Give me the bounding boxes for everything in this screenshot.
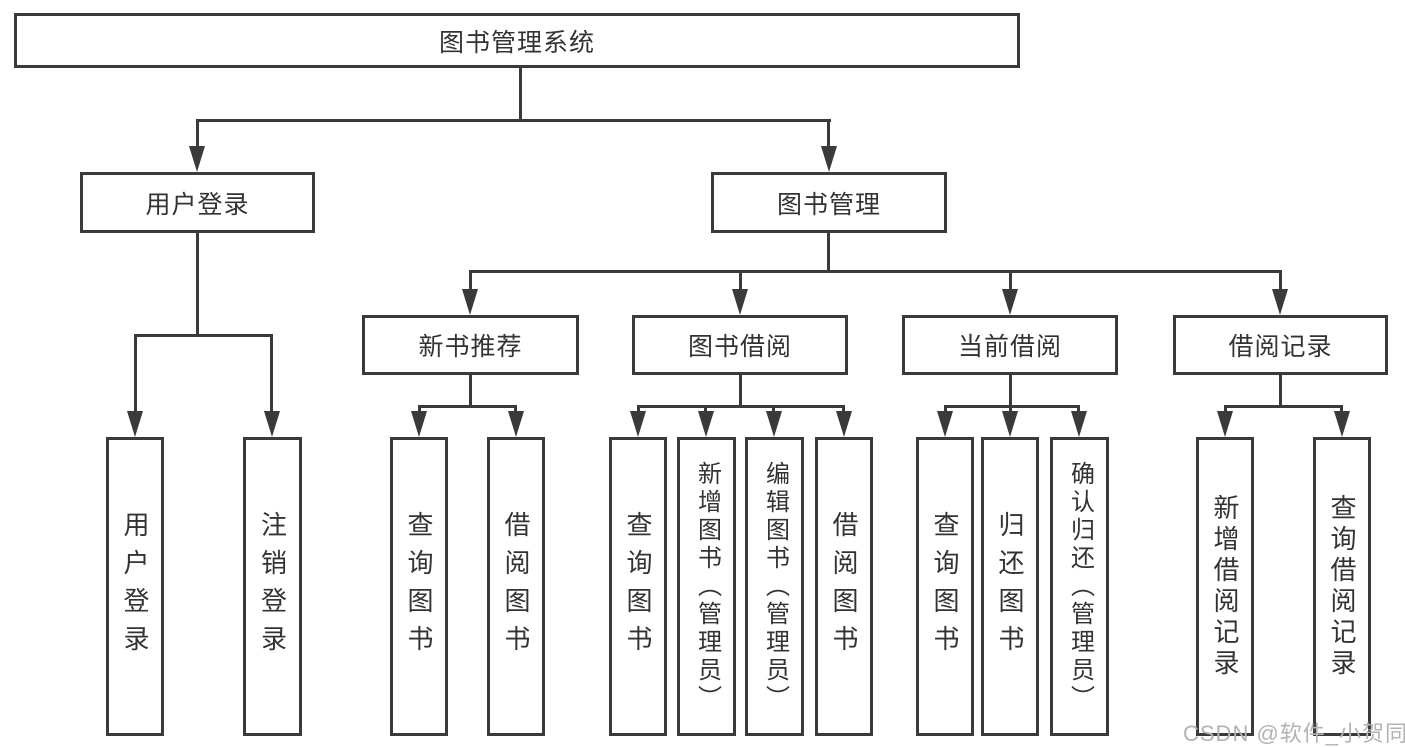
node-logout: 注销登录 [243, 437, 302, 736]
connector-line [827, 119, 830, 149]
connector-line [196, 233, 199, 337]
arrowhead-icon [1272, 289, 1288, 315]
node-query-books: 查询图书 [609, 437, 667, 736]
node-edit-books-admin: 编辑图书（管理员） [745, 437, 804, 736]
node-add-books-admin: 新增图书（管理员） [677, 437, 736, 736]
connector-line [1009, 375, 1012, 408]
connector-line [134, 334, 137, 414]
arrowhead-icon [1071, 411, 1087, 437]
arrowhead-icon [698, 411, 714, 437]
connector-line [827, 233, 830, 273]
node-query-books: 查询图书 [390, 437, 448, 736]
arrowhead-icon [264, 411, 280, 437]
arrowhead-icon [411, 411, 427, 437]
arrowhead-icon [732, 289, 748, 315]
connector-line [469, 270, 472, 292]
arrowhead-icon [630, 411, 646, 437]
arrowhead-icon [1334, 411, 1350, 437]
connector-line [1224, 405, 1343, 408]
connector-line [196, 119, 831, 122]
connector-line [514, 405, 517, 415]
connector-line [739, 375, 742, 408]
connector-line [1224, 405, 1227, 415]
node-book-borrowing: 图书借阅 [632, 315, 848, 375]
arrowhead-icon [1217, 411, 1233, 437]
connector-line [1340, 405, 1343, 415]
arrowhead-icon [766, 411, 782, 437]
arrowhead-icon [1002, 289, 1018, 315]
connector-line [469, 375, 472, 408]
connector-line [1279, 270, 1282, 292]
connector-line [1279, 375, 1282, 408]
arrowhead-icon [821, 146, 837, 172]
arrowhead-icon [1002, 411, 1018, 437]
connector-line [1009, 270, 1012, 292]
node-user-login: 用户登录 [80, 172, 315, 233]
connector-line [739, 270, 742, 292]
csdn-watermark: CSDN @软件_小贺同学 [1183, 721, 1405, 746]
node-user-login-leaf: 用户登录 [106, 437, 164, 736]
connector-line [704, 405, 707, 415]
node-book-management: 图书管理 [711, 172, 947, 233]
node-query-borrow-record: 查询借阅记录 [1313, 437, 1371, 736]
connector-line [944, 405, 947, 415]
node-borrowing-records: 借阅记录 [1173, 315, 1388, 375]
arrowhead-icon [127, 411, 143, 437]
connector-line [637, 405, 845, 408]
arrowhead-icon [937, 411, 953, 437]
node-add-borrow-record: 新增借阅记录 [1196, 437, 1254, 736]
connector-line [1009, 405, 1012, 415]
node-borrow-books: 借阅图书 [487, 437, 545, 736]
connector-line [637, 405, 640, 415]
connector-line [519, 66, 522, 121]
connector-line [469, 270, 1282, 273]
connector-line [418, 405, 517, 408]
node-library-management-system: 图书管理系统 [14, 13, 1020, 68]
connector-line [196, 119, 199, 149]
connector-line [134, 334, 273, 337]
connector-line [418, 405, 421, 415]
node-return-books: 归还图书 [981, 437, 1039, 736]
node-new-book-recommendation: 新书推荐 [362, 315, 579, 375]
connector-line [1077, 405, 1080, 415]
node-borrow-books: 借阅图书 [815, 437, 873, 736]
node-query-books: 查询图书 [916, 437, 974, 736]
arrowhead-icon [462, 289, 478, 315]
arrowhead-icon [189, 146, 205, 172]
connector-line [772, 405, 775, 415]
arrowhead-icon [836, 411, 852, 437]
connector-line [270, 334, 273, 414]
arrowhead-icon [508, 411, 524, 437]
node-current-borrowing: 当前借阅 [902, 315, 1118, 375]
connector-line [944, 405, 1080, 408]
connector-line [842, 405, 845, 415]
node-confirm-return-admin: 确认归还（管理员） [1050, 437, 1109, 736]
